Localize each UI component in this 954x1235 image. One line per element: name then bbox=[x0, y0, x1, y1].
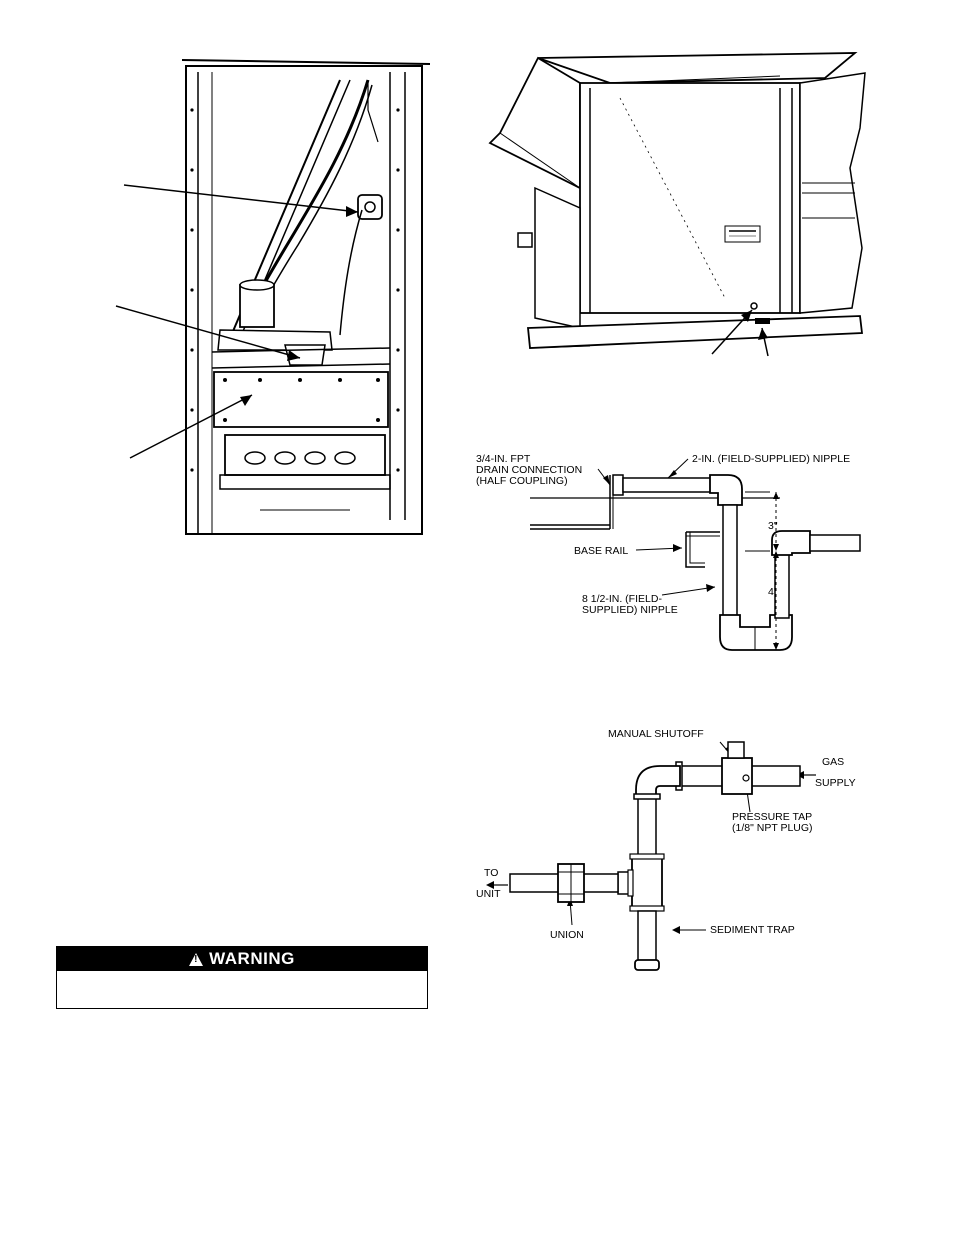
svg-text:(HALF COUPLING): (HALF COUPLING) bbox=[476, 475, 568, 487]
rooftop-unit-illustration bbox=[488, 52, 866, 357]
warning-triangle-icon bbox=[189, 952, 204, 966]
warning-box: WARNING bbox=[56, 946, 428, 1009]
gas-piping-diagram: MANUAL SHUTOFF GAS SUPPLY PRESSURE TAP (… bbox=[476, 728, 856, 971]
svg-text:SUPPLY: SUPPLY bbox=[815, 777, 856, 789]
label-8in-nipple: 8 1/2-IN. (FIELD- bbox=[582, 593, 662, 605]
svg-text:(1/8" NPT PLUG): (1/8" NPT PLUG) bbox=[732, 822, 813, 834]
label-drain-connection: 3/4-IN. FPT bbox=[476, 453, 531, 465]
label-union: UNION bbox=[550, 929, 584, 941]
unit-panel-illustration bbox=[115, 59, 431, 535]
label-to-unit: TO bbox=[484, 867, 498, 879]
warning-header: WARNING bbox=[57, 947, 427, 971]
label-2in-nipple: 2-IN. (FIELD-SUPPLIED) NIPPLE bbox=[692, 453, 850, 465]
dim-4in: 4" bbox=[768, 586, 778, 598]
label-sediment-trap: SEDIMENT TRAP bbox=[710, 924, 795, 936]
label-gas-supply: GAS bbox=[822, 756, 844, 768]
label-base-rail: BASE RAIL bbox=[574, 545, 628, 557]
warning-title: WARNING bbox=[209, 949, 295, 968]
svg-text:SUPPLIED) NIPPLE: SUPPLIED) NIPPLE bbox=[582, 604, 678, 616]
condensate-drain-diagram: 3/4-IN. FPT DRAIN CONNECTION (HALF COUPL… bbox=[476, 453, 861, 651]
svg-text:DRAIN CONNECTION: DRAIN CONNECTION bbox=[476, 464, 582, 476]
dim-3in: 3" bbox=[768, 520, 778, 532]
label-pressure-tap: PRESSURE TAP bbox=[732, 811, 812, 823]
svg-text:UNIT: UNIT bbox=[476, 888, 501, 900]
label-manual-shutoff: MANUAL SHUTOFF bbox=[608, 728, 704, 740]
